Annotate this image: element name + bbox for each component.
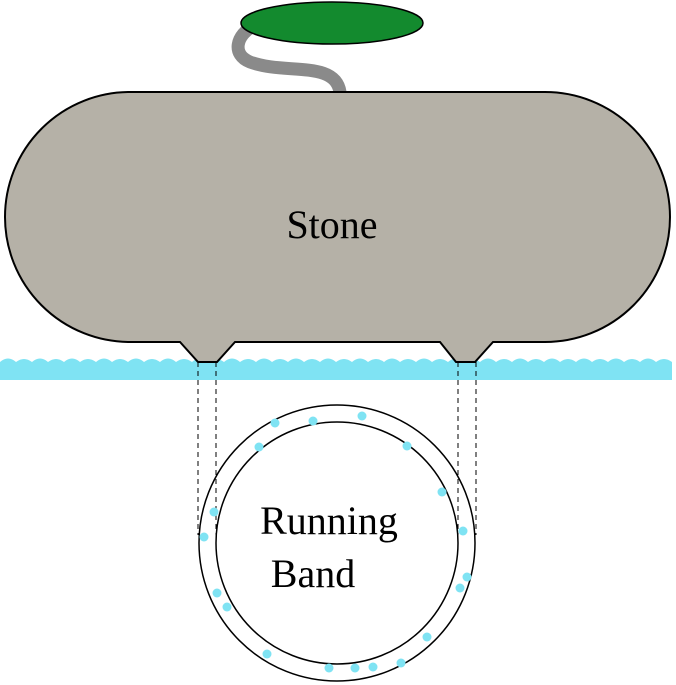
water-droplet: [462, 572, 472, 582]
water-droplet: [324, 663, 334, 673]
running-band-outer-ring: [198, 404, 476, 682]
running-band-inner-ring: [215, 421, 459, 665]
water-droplet: [350, 663, 360, 673]
handle-top: [240, 1, 424, 45]
water-droplet: [308, 416, 318, 426]
water-droplet: [437, 487, 447, 497]
water-droplet: [212, 588, 222, 598]
water-droplet: [396, 658, 406, 668]
stone-label: Stone: [286, 202, 377, 247]
projection-lines: [197, 362, 477, 535]
water-droplet: [254, 442, 264, 452]
water-droplet: [262, 649, 272, 659]
water-droplet: [458, 526, 468, 536]
water-droplets: [199, 411, 472, 673]
handle-grip: [231, 19, 347, 94]
running-band-label-line2: Band: [271, 551, 355, 596]
water-droplet: [455, 583, 465, 593]
stone-body: [4, 91, 671, 363]
water-droplet: [270, 418, 280, 428]
ice-surface: [0, 358, 672, 380]
running-band-label-line1: Running: [260, 498, 398, 543]
water-droplet: [199, 532, 209, 542]
water-droplet: [222, 602, 232, 612]
water-droplet: [402, 441, 412, 451]
water-droplet: [209, 507, 219, 517]
water-droplet: [357, 411, 367, 421]
water-droplet: [422, 632, 432, 642]
water-droplet: [368, 662, 378, 672]
